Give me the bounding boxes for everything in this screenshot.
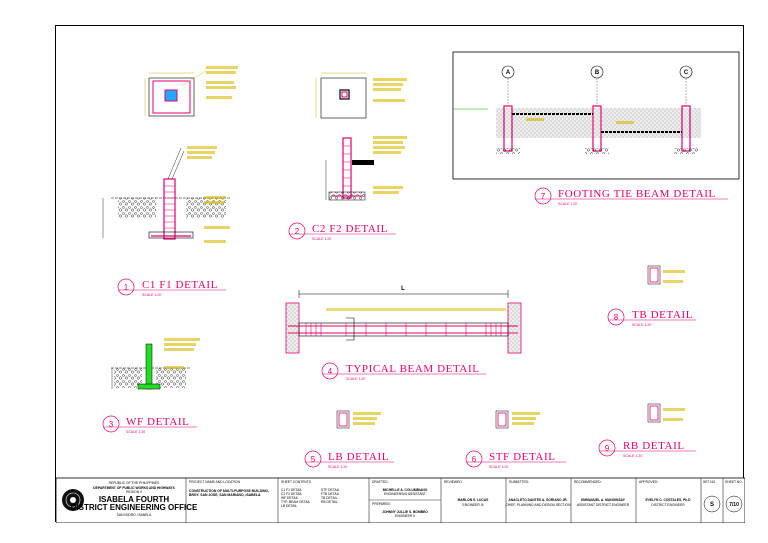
detail-number: 6 (472, 455, 477, 464)
tb-submitter-role: CHIEF, PLANNING AND DESIGN SECTION (505, 503, 571, 507)
tb-reviewed-header: REVIEWED: (444, 480, 463, 484)
detail-number: 1 (124, 283, 129, 292)
tb-contents-item: LB DETAIL (281, 504, 297, 508)
detail-scale: SCALE 1:20 (623, 454, 642, 458)
tb-department: DEPARTMENT OF PUBLIC WORKS AND HIGHWAYS (93, 486, 175, 490)
tb-contents-item: C2 F2 DETAIL (281, 492, 302, 496)
tb-region: REGION II (126, 490, 142, 494)
detail-number: 2 (295, 227, 300, 236)
detail-label-4: 4 TYPICAL BEAM DETAIL SCALE 1:20 (321, 362, 486, 381)
tb-approver-role: DISTRICT ENGINEER (651, 503, 685, 507)
detail-scale: SCALE 1:20 (328, 465, 347, 469)
detail-label-7: 7 FOOTING TIE BEAM DETAIL SCALE 1:20 (534, 187, 728, 206)
grid-axis-label: C (684, 70, 689, 76)
detail-number: 5 (311, 455, 316, 464)
tb-contents-item: FTB DETAIL (321, 492, 340, 496)
tb-reviewer-role: ENGINEER III (463, 503, 484, 507)
detail-number: 9 (605, 444, 610, 453)
detail-scale: SCALE 1:20 (312, 237, 331, 241)
tb-contents-item: STF DETAIL (321, 488, 340, 492)
tb-office-line2: DISTRICT ENGINEERING OFFICE (71, 503, 198, 512)
detail-label-6: 6 STF DETAIL SCALE 1:20 (465, 450, 566, 469)
detail-number: 3 (109, 420, 114, 429)
tb-section (647, 265, 685, 285)
detail-title: RB DETAIL (623, 440, 685, 452)
tb-sheet-header: SHEET NO. (725, 480, 743, 484)
tb-submitted-header: SUBMITTED: (509, 480, 529, 484)
tb-preparer-name: JOHNNY JULLIE S. BOMBEO (382, 510, 428, 514)
detail-scale: SCALE 1:20 (142, 293, 161, 297)
c2-column-plan (315, 72, 407, 119)
tb-contents-item: RB DETAIL (321, 500, 338, 504)
detail-label-3: 3 WF DETAIL SCALE 1:20 (102, 415, 197, 434)
tb-drafted-header: DRAFTED: (372, 480, 389, 484)
tb-republic: REPUBLIC OF THE PHILIPPINES (109, 481, 160, 485)
detail-label-1: 1 C1 F1 DETAIL SCALE 1:20 (117, 278, 226, 297)
detail-label-9: 9 RB DETAIL SCALE 1:20 (598, 439, 696, 458)
tb-submitter-name: ANACLETO DANTES A. SORIANO JR. (508, 498, 567, 502)
c2-f2-elevation (325, 136, 407, 201)
dpwh-seal-icon (62, 489, 84, 511)
detail-number: 8 (614, 313, 619, 322)
drawing-sheet: 1 C1 F1 DETAIL SCALE 1:20 (55, 25, 745, 523)
detail-label-2: 2 C2 F2 DETAIL SCALE 1:20 (288, 222, 396, 241)
tb-project-text: CONSTRUCTION OF MULTI-PURPOSE BUILDING, … (189, 489, 269, 497)
detail-label-8: 8 TB DETAIL SCALE 1:20 (607, 308, 696, 327)
detail-scale: SCALE 1:20 (558, 202, 577, 206)
tb-reviewer-name: MARLON S. LUCAS (458, 498, 490, 502)
tb-preparer-role: ENGINEER II (395, 514, 415, 518)
detail-title: STF DETAIL (489, 451, 556, 463)
detail-scale: SCALE 1:20 (632, 323, 651, 327)
c1-column-plan (144, 66, 238, 117)
typical-beam-elevation: L (285, 286, 522, 354)
detail-title: LB DETAIL (328, 451, 389, 463)
grid-axis-label: B (595, 70, 600, 76)
tb-recommender-name: EMMANUEL A. MANGINSAY (581, 498, 626, 502)
stf-section (495, 410, 540, 429)
footing-tie-beam-elevation: A B C (452, 51, 740, 180)
tb-contents-item: TB DETAIL (321, 496, 338, 500)
tb-contents-item: WF DETAIL (281, 496, 299, 500)
wf-elevation (111, 338, 200, 390)
tb-contents-item: C1 F1 DETAIL (281, 488, 302, 492)
tb-project-header: PROJECT NAME AND LOCATION (189, 480, 241, 484)
title-block: REPUBLIC OF THE PHILIPPINES DEPARTMENT O… (56, 477, 745, 523)
detail-title: C2 F2 DETAIL (312, 223, 388, 235)
detail-label-5: 5 LB DETAIL SCALE 1:20 (304, 450, 394, 469)
tb-office-address: SAN ISIDRO, ISABELA (117, 513, 152, 517)
tb-set-header: SET NO. (703, 480, 716, 484)
drawing-canvas: 1 C1 F1 DETAIL SCALE 1:20 (56, 51, 745, 523)
tb-prepared-header: PREPARED: (372, 502, 391, 506)
detail-number: 7 (541, 192, 546, 201)
tb-drafter-name: MICHELLE A. COLUMBIANO (383, 488, 428, 492)
tb-contents-item: TYP. BEAM DETAIL (281, 500, 311, 504)
tb-approved-header: APPROVED: (639, 480, 658, 484)
rb-section (647, 403, 685, 423)
detail-title: C1 F1 DETAIL (142, 279, 218, 291)
detail-scale: SCALE 1:20 (126, 430, 145, 434)
detail-number: 4 (328, 367, 333, 376)
beam-span-label: L (401, 286, 405, 292)
tb-approver-name: EVELYN C. COSTALES, Ph.D (645, 498, 691, 502)
detail-title: TB DETAIL (632, 309, 693, 321)
detail-title: FOOTING TIE BEAM DETAIL (558, 188, 716, 200)
tb-recommender-role: ASSISTANT DISTRICT ENGINEER (577, 503, 630, 507)
tb-sheet-value: 7/10 (729, 502, 739, 508)
tb-office-line1: ISABELA FOURTH (99, 495, 170, 504)
detail-scale: SCALE 1:20 (489, 465, 508, 469)
detail-title: TYPICAL BEAM DETAIL (346, 363, 480, 375)
tb-drafter-role: ENGINEERING ASSISTANT (384, 492, 426, 496)
tb-set-value: S (710, 502, 714, 508)
grid-axis-label: A (506, 70, 511, 76)
lb-section (336, 410, 381, 429)
detail-title: WF DETAIL (126, 416, 189, 428)
c1-f1-elevation (102, 146, 231, 243)
detail-scale: SCALE 1:20 (346, 377, 365, 381)
tb-contents-header: SHEET CONTENTS (281, 480, 312, 484)
tb-recommended-header: RECOMMENDED: (574, 480, 602, 484)
